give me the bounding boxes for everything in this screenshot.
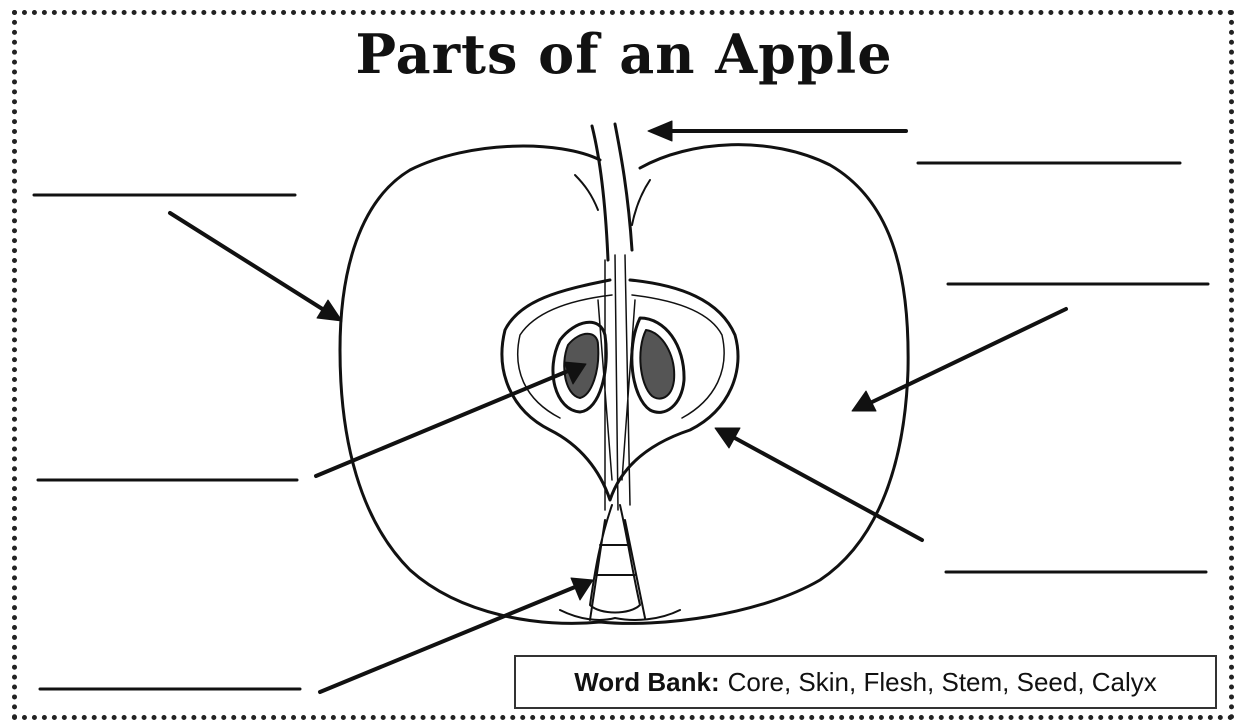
arrow-to-seed xyxy=(316,362,586,476)
arrow-to-stem xyxy=(648,121,906,141)
word-bank: Word Bank: Core, Skin, Flesh, Stem, Seed… xyxy=(514,655,1217,709)
arrow-to-skin xyxy=(170,213,342,321)
seed-right-inner xyxy=(640,330,674,399)
arrow-to-flesh xyxy=(852,309,1066,411)
apple-shoulder-right xyxy=(632,180,650,225)
apple-shoulder-left xyxy=(575,175,598,210)
apple-stem xyxy=(592,124,632,260)
apple-calyx xyxy=(590,505,645,620)
apple-skin xyxy=(340,145,908,624)
apple-core-outline xyxy=(502,280,738,500)
apple-core-inner xyxy=(518,295,724,418)
word-bank-words: Core, Skin, Flesh, Stem, Seed, Calyx xyxy=(728,667,1157,698)
word-bank-label: Word Bank: xyxy=(574,667,719,698)
arrow-to-core xyxy=(715,428,922,540)
